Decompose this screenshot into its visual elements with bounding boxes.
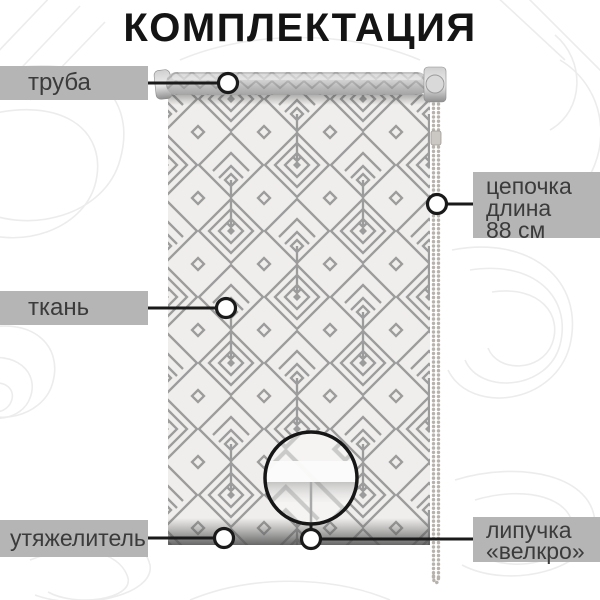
magnifier bbox=[263, 430, 359, 526]
connector-dot-tube bbox=[216, 71, 240, 95]
label-tube-text: труба bbox=[28, 69, 91, 96]
label-chain-line3: 88 см bbox=[486, 217, 546, 243]
bead-chain bbox=[430, 102, 442, 585]
label-velcro: липучка «велкро» bbox=[473, 517, 600, 564]
label-fabric: ткань bbox=[0, 291, 148, 325]
connector-dot-weight bbox=[212, 526, 236, 550]
label-chain-line2: длина bbox=[486, 195, 552, 221]
label-weight: утяжелитель bbox=[0, 520, 148, 557]
connector-dot-velcro bbox=[299, 527, 323, 551]
label-fabric-text: ткань bbox=[28, 294, 90, 321]
connector-dot-fabric bbox=[214, 296, 238, 320]
label-velcro-line2: «велкро» bbox=[486, 538, 585, 564]
chain-connector bbox=[430, 130, 442, 146]
label-chain: цепочка длина 88 см bbox=[473, 172, 600, 243]
tube-shadow bbox=[168, 95, 430, 105]
connector-dot-chain bbox=[425, 192, 449, 216]
label-velcro-line1: липучка bbox=[486, 517, 572, 543]
label-chain-line1: цепочка bbox=[486, 173, 572, 199]
page-title: КОМПЛЕКТАЦИЯ bbox=[123, 6, 477, 50]
label-weight-text: утяжелитель bbox=[10, 525, 146, 551]
velcro-strip bbox=[265, 461, 357, 482]
callouts bbox=[146, 71, 475, 551]
label-tube: труба bbox=[0, 66, 148, 100]
